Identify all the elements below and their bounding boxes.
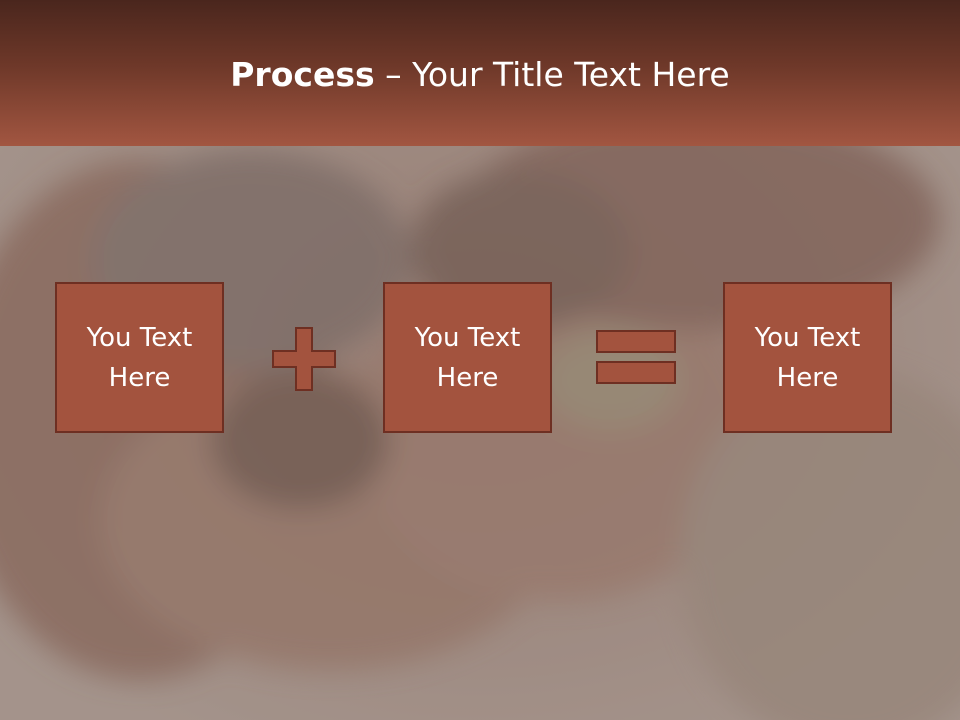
process-box-3-text: You Text Here [754,322,861,393]
process-box-3[interactable]: You Text Here [723,282,892,433]
title-rest: – Your Title Text Here [374,55,730,94]
equals-icon[interactable] [596,330,676,384]
title-bold: Process [230,55,375,94]
title-bar: Process – Your Title Text Here [0,0,960,146]
process-box-2-text: You Text Here [414,322,521,393]
process-box-1[interactable]: You Text Here [55,282,224,433]
slide-title[interactable]: Process – Your Title Text Here [0,54,960,96]
plus-icon[interactable] [272,327,336,391]
process-box-2[interactable]: You Text Here [383,282,552,433]
process-box-1-text: You Text Here [86,322,193,393]
